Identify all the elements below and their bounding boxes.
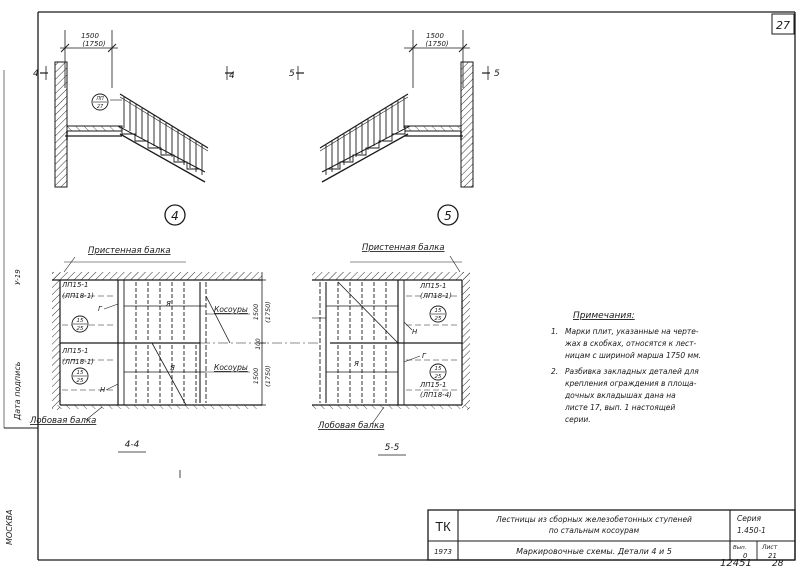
note-2-line-2: крепления ограждения в площа- [565, 379, 697, 388]
tb-sheet-label: Лист [761, 544, 778, 551]
note-1-line-2: жах в скобках, относятся к лест- [564, 339, 696, 348]
d4-dim-alt: (1750) [82, 40, 106, 48]
d5-circle [437, 204, 459, 226]
tb-issue-value: 0 [743, 552, 748, 560]
plan-4-4: Пристенная балка [29, 246, 262, 453]
p55-c2-top: 15 [435, 366, 442, 372]
dim1-alt: (1750) [264, 301, 272, 323]
p55-c1-top: 15 [435, 308, 442, 314]
p44-mark2: ЛП15-1 [61, 347, 88, 355]
notes-title: Примечания: [573, 311, 635, 321]
title-block: ТК 1973 Лестницы из сборных железобетонн… [427, 509, 796, 561]
p44-stringers-top: Косоуры [214, 305, 248, 314]
p55-c2-bot: 25 [435, 374, 442, 380]
dim1: 1500 [252, 304, 260, 321]
tb-series-value: 1.450-1 [737, 526, 766, 535]
sheet-frame [3, 11, 796, 561]
d4-circle [164, 204, 186, 226]
tb-name-2: по стальным косоурам [549, 526, 640, 535]
tb-sheet-value: 21 [768, 552, 777, 560]
p44-wall-beam: Пристенная балка [88, 246, 171, 256]
p55-g: Г [422, 352, 427, 360]
note-2-line-4: листе 17, вып. 1 настоящей [564, 403, 675, 412]
sheet-number: 27 [776, 19, 790, 32]
dim-gap: 100 [255, 338, 262, 350]
detail-5: 1500 (1750) 5 5 5 [289, 30, 500, 226]
d4-plate-top: ЛП [95, 96, 104, 102]
p44-ya-1: Я [165, 300, 171, 308]
d5-section-mark-left: 5 [289, 69, 295, 79]
p44-mark1: ЛП15-1 [61, 281, 88, 289]
p55-caption: 5-5 [385, 443, 400, 453]
p44-caption: 4-4 [125, 440, 140, 450]
d5-circle-label: 5 [444, 209, 452, 223]
margin-date-label: Дата подпись [13, 361, 22, 421]
tb-sheet-title: Маркировочные схемы. Детали 4 и 5 [516, 547, 672, 556]
tb-series-label: Серия [737, 514, 761, 523]
tb-issue-label: Вып. [733, 545, 747, 551]
sheet-number-box: 27 [771, 13, 795, 35]
note-2-line-1: Разбивка закладных деталей для [565, 367, 699, 376]
left-margin: Дата подпись У-19 МОСКВА [5, 269, 22, 545]
dim2: 1500 [252, 368, 260, 385]
p44-mark2-alt: (ЛП18-1) [62, 358, 94, 366]
d4-plate-bottom: 27 [97, 104, 104, 110]
d5-dim-top: 1500 [426, 32, 444, 40]
d4-section-mark-left: 4 [33, 69, 39, 79]
center-dimensions: 1500 (1750) 100 1500 (1750) [200, 272, 320, 406]
plan-5-5: Пристенная балка ЛП15-1 (ЛП18-1) [312, 243, 470, 456]
note-2-num: 2. [551, 367, 558, 376]
note-2-line-5: серии. [565, 415, 591, 424]
note-1-line-3: ницам с шириной марша 1750 мм. [565, 351, 701, 360]
p44-ya-2: Я [169, 364, 175, 372]
p55-c1-bot: 25 [435, 316, 442, 322]
note-1-line-1: Марки плит, указанные на черте- [565, 327, 699, 336]
d5-section-mark-right: 5 [494, 69, 500, 79]
doc-number: 12451 [720, 558, 752, 566]
p55-ya: Я [353, 360, 359, 368]
d5-dim-alt: (1750) [425, 40, 449, 48]
p44-g: Г [98, 305, 103, 313]
p55-front-beam: Лобовая балка [317, 421, 384, 431]
margin-city: МОСКВА [5, 510, 14, 545]
p44-c1-top: 15 [77, 318, 84, 324]
p55-mark1: ЛП15-1 [419, 282, 446, 290]
note-2-line-3: дочных вкладышах дана на [564, 391, 676, 400]
p55-n: Н [412, 328, 418, 336]
page-number: 28 [772, 559, 784, 566]
p44-c1-bot: 25 [77, 326, 84, 332]
margin-number: У-19 [14, 269, 22, 285]
p44-stringers-bot: Косоуры [214, 363, 248, 372]
p55-mark2-alt: (ЛП18-4) [420, 391, 452, 399]
dim2-alt: (1750) [264, 365, 272, 387]
p55-mark1-alt: (ЛП18-1) [420, 292, 452, 300]
tb-year: 1973 [434, 548, 452, 556]
p55-wall-beam: Пристенная балка [362, 243, 445, 253]
notes: Примечания: 1. Марки плит, указанные на … [551, 311, 701, 424]
tb-name-1: Лестницы из сборных железобетонных ступе… [495, 515, 692, 524]
d4-circle-label: 4 [171, 209, 179, 223]
p44-c2-top: 15 [77, 370, 84, 376]
p44-mark1-alt: (ЛП18-1) [62, 292, 94, 300]
p44-front-beam: Лобовая балка [29, 416, 96, 426]
d4-dim-top: 1500 [81, 32, 99, 40]
p44-c2-bot: 25 [77, 378, 84, 384]
p44-n: Н [100, 386, 106, 394]
d4-section-mark-right: 4 [229, 71, 235, 81]
tb-org: ТК [435, 519, 451, 534]
note-1-num: 1. [551, 327, 558, 336]
p55-mark2: ЛП15-1 [419, 381, 446, 389]
detail-4: 1500 (1750) 4 4 [33, 30, 235, 226]
